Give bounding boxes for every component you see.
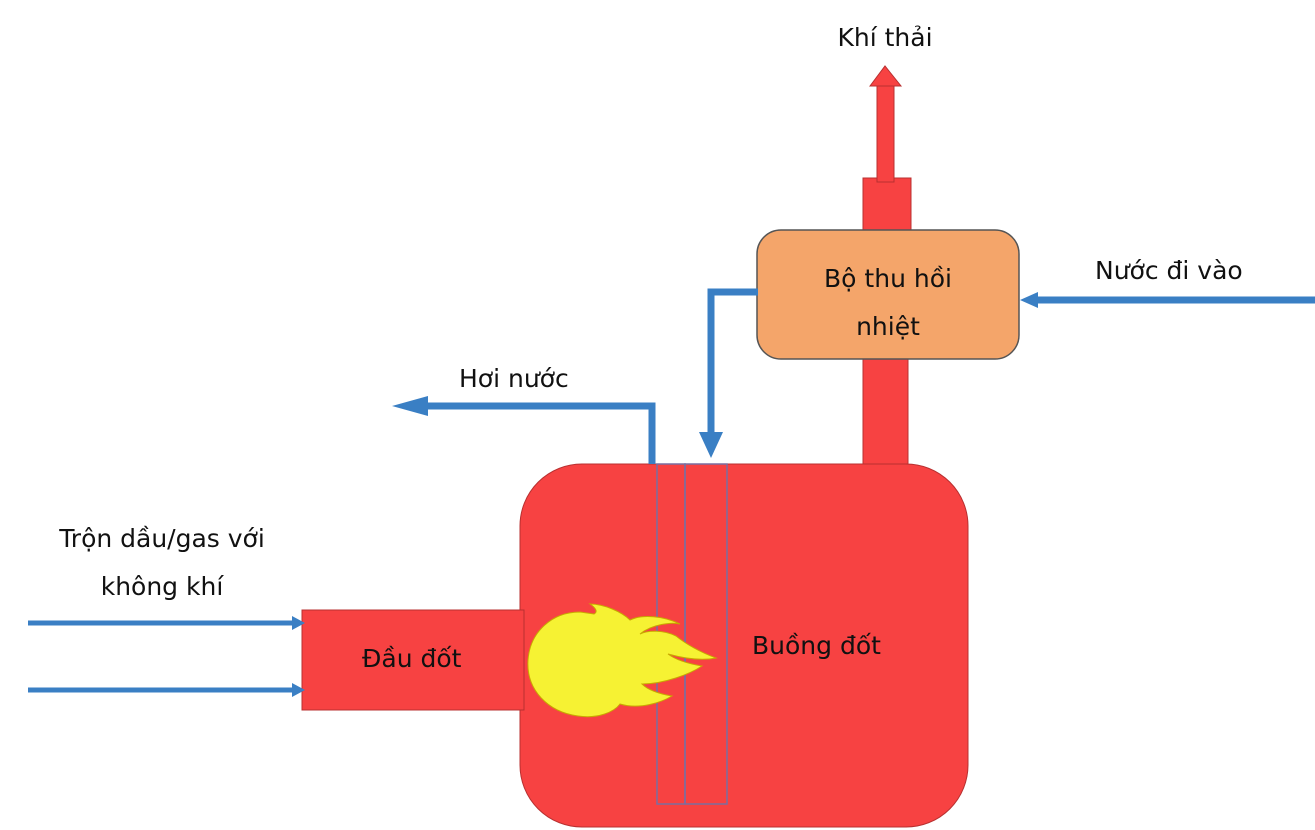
burner-label: Đầu đốt — [362, 644, 462, 673]
fuel-inlet-arrow-upper — [292, 616, 305, 630]
fuel-inlet-arrow-lower — [292, 683, 305, 697]
fuel-mix-label-line1: Trộn dầu/gas với — [59, 524, 265, 553]
exhaust-stack-lower — [862, 354, 909, 468]
burner-housing — [301, 609, 525, 711]
fuel-mix-label-line2: không khí — [100, 572, 224, 601]
exhaust-arrow-head — [869, 65, 903, 87]
steam-outlet-pipe — [423, 402, 656, 464]
heat-recovery-label-line1: Bộ thu hồi — [824, 264, 952, 293]
flame-icon — [527, 603, 718, 718]
steam-outlet-arrow-head — [392, 396, 428, 416]
exhaust-label: Khí thải — [837, 23, 933, 52]
recovery-to-chamber-pipe — [707, 288, 758, 436]
recovery-to-chamber-arrow-head — [699, 432, 723, 458]
water-inlet-arrow-head — [1020, 292, 1038, 308]
heat-recovery-label-line2: nhiệt — [856, 312, 920, 341]
exhaust-stack-upper — [862, 177, 912, 234]
combustion-chamber-label: Buồng đốt — [752, 631, 881, 660]
water-inlet-label: Nước đi vào — [1095, 256, 1243, 285]
vertical-tube-right — [684, 463, 728, 805]
steam-label: Hơi nước — [459, 364, 569, 393]
exhaust-arrow-shaft — [876, 81, 895, 183]
